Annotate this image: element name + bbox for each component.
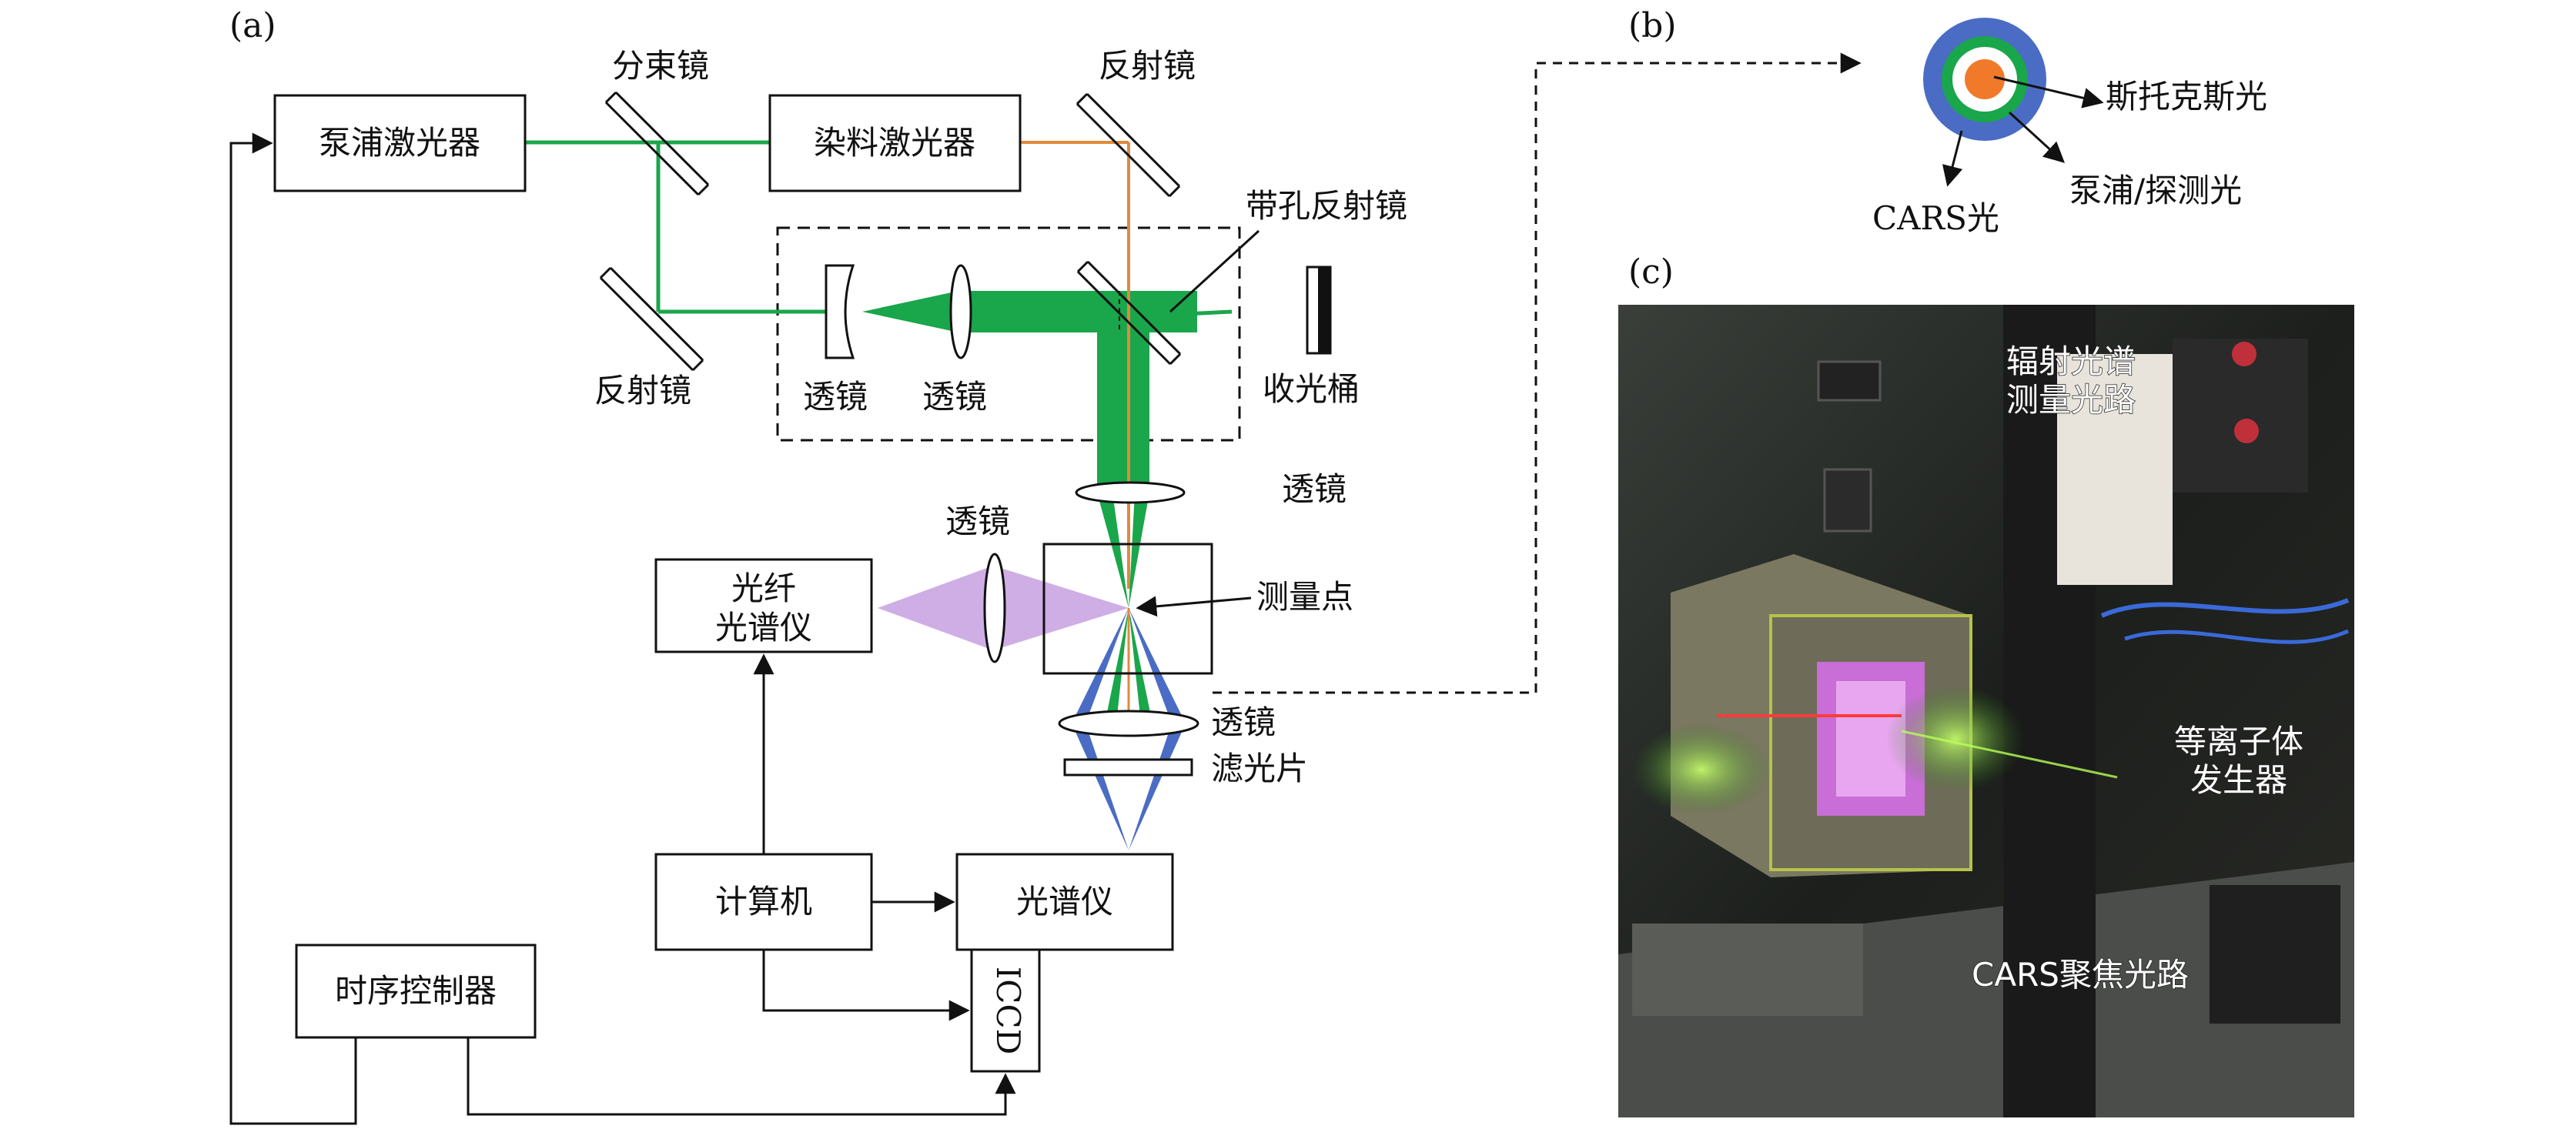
mirror-top-label: 反射镜: [1099, 47, 1196, 85]
panel-a-label: (a): [229, 6, 276, 45]
optical-filter: [1063, 758, 1193, 777]
photo-plasma-label-1: 等离子体: [2174, 723, 2303, 760]
svg-text:光谱仪: 光谱仪: [1016, 883, 1113, 920]
beam-splitter-label: 分束镜: [612, 47, 709, 85]
optical-module-dashed-box: [776, 226, 1241, 442]
svg-text:计算机: 计算机: [715, 883, 812, 920]
holed-mirror-label: 带孔反射镜: [1246, 187, 1407, 225]
svg-text:染料激光器: 染料激光器: [814, 124, 975, 162]
pump-probe-label: 泵浦/探测光: [2069, 172, 2242, 209]
timing-controller-box: 时序控制器: [295, 944, 537, 1039]
concave-lens: [825, 264, 855, 359]
panel-b-label: (b): [1628, 6, 1677, 45]
photo-radiation-label-1: 辐射光谱: [2006, 342, 2136, 380]
focusing-lens: [1075, 481, 1186, 504]
measure-point-pointer: [1136, 596, 1252, 617]
signal-lens: [1058, 710, 1199, 737]
dye-laser-box: 染料激光器: [768, 94, 1022, 192]
signal-lens-label: 透镜: [1211, 703, 1276, 741]
photo-cars-focus-label: CARS聚焦光路: [1972, 956, 2189, 994]
cars-pointer: [1942, 130, 1963, 187]
filter-label: 滤光片: [1211, 750, 1308, 787]
panel-c-label: (c): [1628, 252, 1674, 292]
pump-laser-box: 泵浦激光器: [273, 94, 527, 192]
stokes-label: 斯托克斯光: [2106, 78, 2267, 115]
iccd-box: ICCD: [970, 948, 1041, 1073]
holed-mirror: [1076, 229, 1260, 366]
focused-beams: [1072, 493, 1186, 850]
beam-profile: [1923, 18, 2046, 141]
setup-photo: [1618, 305, 2354, 1117]
beam-dump: [1306, 266, 1332, 355]
pump-probe-pointer: [2008, 111, 2065, 163]
convex-lens-label: 透镜: [922, 378, 987, 416]
computer-box: 计算机: [654, 853, 873, 951]
zoom-link-dashed: [1213, 52, 1862, 694]
beam-splitter: [604, 91, 710, 196]
svg-text:时序控制器: 时序控制器: [335, 972, 497, 1010]
measure-point-label: 测量点: [1256, 578, 1353, 616]
mirror-left-label: 反射镜: [594, 372, 691, 409]
collection-lens-label: 透镜: [945, 503, 1010, 540]
stokes-pointer: [1993, 75, 2104, 109]
fiber-spectrometer-box: 光纤 光谱仪: [654, 558, 873, 653]
collection-lens: [983, 553, 1006, 663]
svg-text:光谱仪: 光谱仪: [715, 609, 812, 646]
convex-lens: [949, 264, 972, 359]
svg-text:泵浦激光器: 泵浦激光器: [319, 124, 480, 162]
measurement-chamber-box: [1042, 543, 1213, 675]
focusing-lens-label: 透镜: [1282, 470, 1347, 508]
spectrometer-box: 光谱仪: [955, 853, 1174, 951]
svg-text:光纤: 光纤: [731, 570, 796, 607]
beam-dump-label: 收光桶: [1263, 370, 1360, 408]
photo-radiation-label-2: 测量光路: [2006, 381, 2136, 419]
mirror-left: [599, 266, 704, 372]
control-wiring: [229, 132, 1016, 1125]
svg-text:ICCD: ICCD: [989, 967, 1027, 1055]
photo-plasma-label-2: 发生器: [2190, 761, 2287, 799]
pump-wide-beam: [862, 291, 1233, 493]
concave-lens-label: 透镜: [803, 378, 868, 416]
cars-label: CARS光: [1872, 199, 1999, 237]
mirror-top: [1076, 92, 1181, 198]
